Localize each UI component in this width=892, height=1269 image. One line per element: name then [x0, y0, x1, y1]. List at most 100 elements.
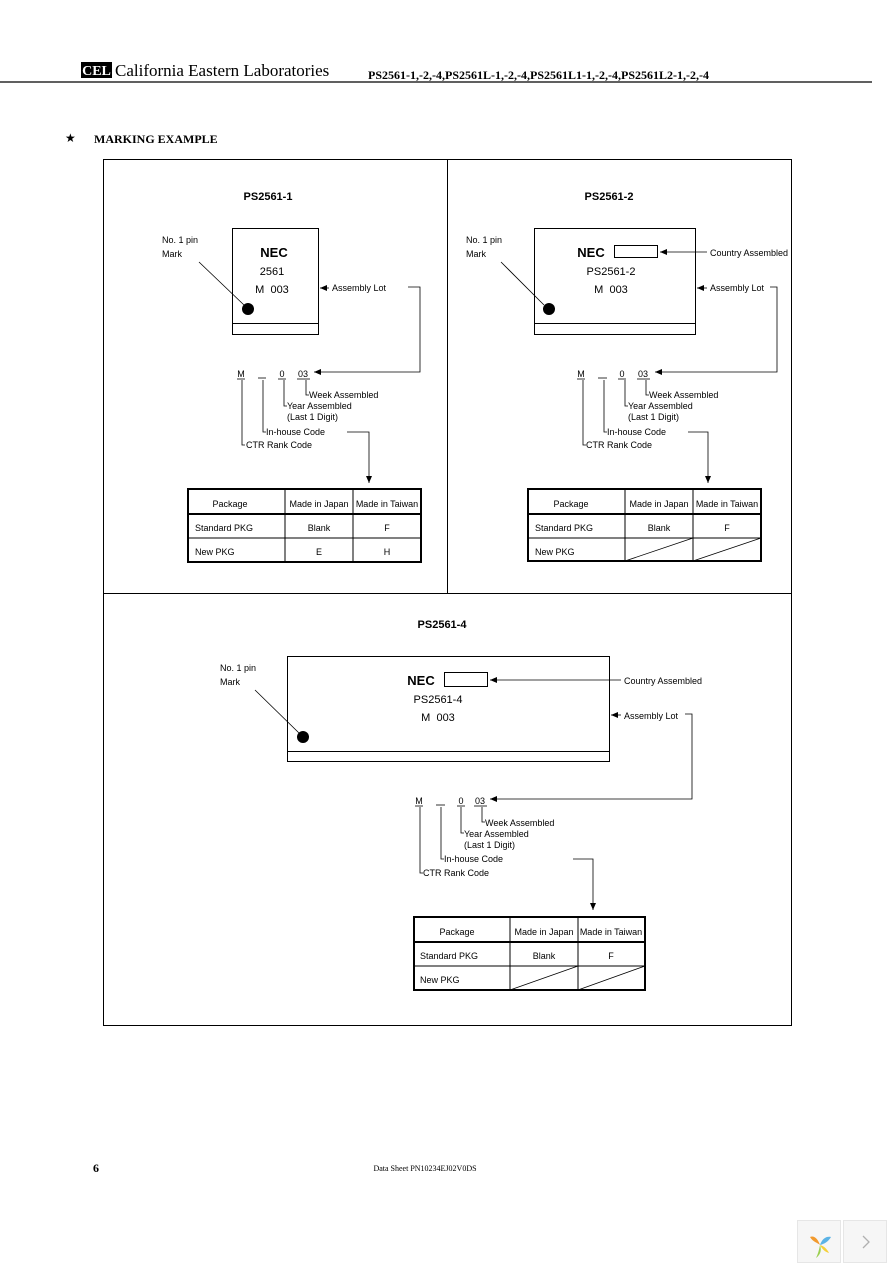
marking-lot: M 003 — [255, 284, 289, 296]
chevron-right-icon — [862, 1235, 870, 1249]
pin1-dot — [297, 731, 309, 743]
table-cell: Blank — [308, 523, 331, 533]
table-cell: Blank — [533, 951, 556, 961]
pin-mark-label: No. 1 pin — [220, 663, 256, 673]
not-applicable-slash — [624, 537, 694, 562]
marking-name: 2561 — [260, 266, 284, 278]
last-digit-label: (Last 1 Digit) — [287, 412, 338, 422]
nec-logo: NEC — [577, 245, 605, 260]
pin-pointer-line — [198, 261, 245, 306]
table-header-package: Package — [439, 927, 474, 937]
pin-pointer-line — [254, 689, 300, 734]
nec-logo: NEC — [407, 673, 435, 688]
country-assembled-label: Country Assembled — [710, 248, 788, 258]
cel-logo-text: CEL — [82, 64, 111, 79]
lot-connector-arrow — [490, 713, 693, 802]
inhouse-code-label: In-house Code — [444, 854, 503, 864]
lot-char-year: 0 — [279, 369, 284, 379]
table-header-taiwan: Made in Taiwan — [356, 499, 418, 509]
panel-title: PS2561-4 — [418, 619, 468, 631]
lot-leader-lines — [415, 805, 487, 874]
viewer-logo-button[interactable] — [797, 1220, 841, 1263]
assembly-lot-label: Assembly Lot — [624, 711, 679, 721]
table-cell: F — [724, 523, 730, 533]
marking-frame — [103, 159, 792, 1026]
section-title: MARKING EXAMPLE — [94, 132, 218, 146]
table-cell: New PKG — [535, 547, 575, 557]
marking-name: PS2561-2 — [587, 266, 636, 278]
last-digit-label: (Last 1 Digit) — [628, 412, 679, 422]
nec-logo: NEC — [260, 245, 288, 260]
table-pointer-arrow — [688, 431, 711, 483]
not-applicable-slash — [509, 965, 579, 991]
assembly-lot-label: Assembly Lot — [332, 283, 387, 293]
lot-leader-lines — [577, 378, 650, 446]
lot-char-week: 03 — [298, 369, 308, 379]
lot-char-week: 03 — [638, 369, 648, 379]
part-numbers: PS2561-1,-2,-4,PS2561L-1,-2,-4,PS2561L1-… — [368, 68, 709, 82]
table-header-japan: Made in Japan — [289, 499, 348, 509]
not-applicable-slash — [577, 965, 646, 991]
table-header-japan: Made in Japan — [514, 927, 573, 937]
ic-package-outline — [232, 228, 319, 335]
lot-char-rank: M — [237, 369, 245, 379]
table-cell: Standard PKG — [535, 523, 593, 533]
table-cell: Standard PKG — [420, 951, 478, 961]
pin1-dot — [242, 303, 254, 315]
table-header-japan: Made in Japan — [629, 499, 688, 509]
pin1-dot — [543, 303, 555, 315]
cel-logo-box — [81, 62, 112, 78]
company-name: California Eastern Laboratories — [115, 61, 329, 80]
marking-name: PS2561-4 — [414, 694, 463, 706]
lot-char-rank: M — [577, 369, 585, 379]
pin-mark-label: No. 1 pin — [162, 235, 198, 245]
lot-connector-arrow — [655, 286, 778, 375]
table-cell: Standard PKG — [195, 523, 253, 533]
pin-mark-label-2: Mark — [220, 677, 240, 687]
inhouse-code-label: In-house Code — [607, 427, 666, 437]
lot-char-week: 03 — [475, 796, 485, 806]
year-assembled-label: Year Assembled — [628, 401, 693, 411]
page-header: CEL California Eastern Laboratories PS25… — [0, 61, 872, 83]
assembly-lot-label: Assembly Lot — [710, 283, 765, 293]
week-assembled-label: Week Assembled — [309, 390, 378, 400]
origin-table: Package Made in Japan Made in Taiwan Sta… — [187, 488, 422, 563]
inhouse-code-label: In-house Code — [266, 427, 325, 437]
week-assembled-label: Week Assembled — [485, 818, 554, 828]
table-pointer-arrow — [573, 858, 596, 910]
ic-package-outline — [287, 656, 610, 762]
country-code-box — [614, 245, 658, 258]
table-cell: F — [608, 951, 614, 961]
pin-pointer-line — [500, 261, 545, 306]
country-code-box — [444, 672, 488, 687]
ctr-rank-code-label: CTR Rank Code — [246, 440, 312, 450]
bird-logo-icon — [810, 1236, 831, 1258]
ic-package-outline — [534, 228, 696, 335]
table-header-taiwan: Made in Taiwan — [580, 927, 642, 937]
lot-leader-lines — [237, 378, 310, 446]
country-assembled-label: Country Assembled — [624, 676, 702, 686]
table-cell: New PKG — [195, 547, 235, 557]
marking-lot: M 003 — [594, 284, 628, 296]
table-header-package: Package — [212, 499, 247, 509]
panel-ps2561-2: PS2561-2 No. 1 pin Mark NEC PS2561-2 M 0… — [466, 191, 788, 562]
origin-table: Package Made in Japan Made in Taiwan Sta… — [413, 916, 646, 991]
ctr-rank-code-label: CTR Rank Code — [586, 440, 652, 450]
page-number: 6 — [93, 1161, 99, 1175]
year-assembled-label: Year Assembled — [287, 401, 352, 411]
doc-id: Data Sheet PN10234EJ02V0DS — [373, 1164, 476, 1173]
pin-mark-label-2: Mark — [162, 249, 182, 259]
table-cell: E — [316, 547, 322, 557]
year-assembled-label: Year Assembled — [464, 829, 529, 839]
table-cell: Blank — [648, 523, 671, 533]
pin-mark-label-2: Mark — [466, 249, 486, 259]
star-icon: ★ — [65, 131, 76, 145]
table-cell: H — [384, 547, 391, 557]
next-page-button[interactable] — [843, 1220, 887, 1263]
panel-title: PS2561-1 — [244, 191, 293, 203]
ctr-rank-code-label: CTR Rank Code — [423, 868, 489, 878]
week-assembled-label: Week Assembled — [649, 390, 718, 400]
lot-connector-arrow — [314, 286, 421, 375]
panel-title: PS2561-2 — [585, 191, 634, 203]
